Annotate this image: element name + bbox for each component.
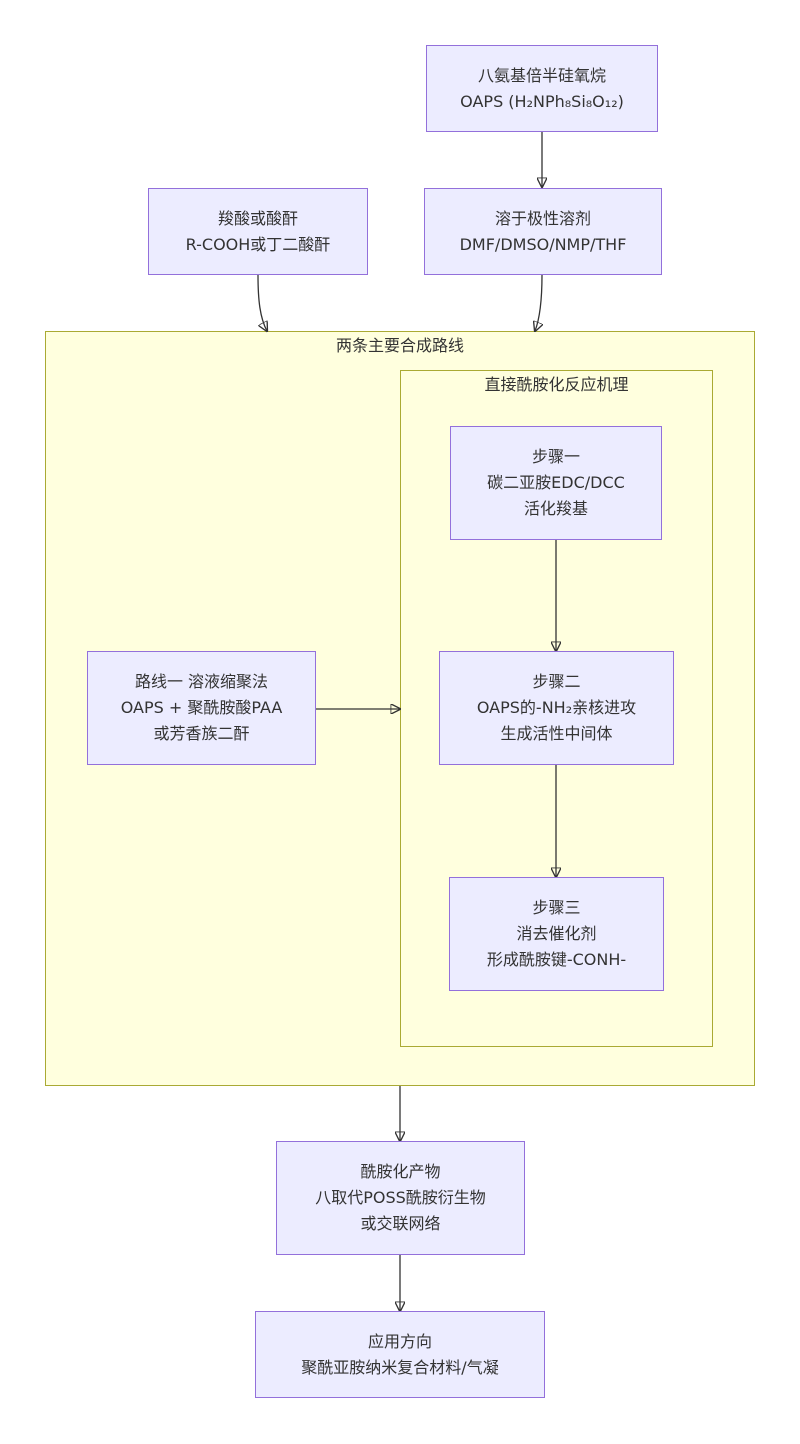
- node-acid-line-2: R-COOH或丁二酸酐: [185, 234, 331, 254]
- node-step3-line-3: 形成酰胺键-CONH-: [486, 950, 627, 969]
- cluster-synthesis-routes-title: 两条主要合成路线: [335, 336, 464, 355]
- node-product: 酰胺化产物 八取代POSS酰胺衍生物 或交联网络: [276, 1141, 525, 1255]
- node-step2: 步骤二 OAPS的-NH₂亲核进攻 生成活性中间体: [439, 651, 674, 765]
- node-solvent-line-2: DMF/DMSO/NMP/THF: [459, 234, 627, 254]
- node-application-line-1: 应用方向: [367, 1331, 432, 1351]
- node-solvent: 溶于极性溶剂 DMF/DMSO/NMP/THF: [424, 188, 662, 275]
- node-product-line-1: 酰胺化产物: [360, 1162, 441, 1181]
- cluster-amidation-mechanism-title: 直接酰胺化反应机理: [484, 375, 629, 394]
- node-step2-line-2: OAPS的-NH₂亲核进攻: [476, 698, 637, 717]
- node-step1: 步骤一 碳二亚胺EDC/DCC 活化羧基: [450, 426, 662, 540]
- node-acid: 羧酸或酸酐 R-COOH或丁二酸酐: [148, 188, 368, 275]
- node-step3-line-2: 消去催化剂: [516, 924, 597, 943]
- node-route1-line-1: 路线一 溶液缩聚法: [134, 672, 269, 691]
- node-step3-line-1: 步骤三: [532, 898, 581, 917]
- node-acid-line-1: 羧酸或酸酐: [217, 208, 298, 228]
- node-application-line-2: 聚酰亚胺纳米复合材料/气凝: [301, 1357, 499, 1377]
- node-route1-line-2: OAPS + 聚酰胺酸PAA: [120, 698, 283, 717]
- node-step2-line-1: 步骤二: [532, 672, 581, 691]
- node-product-line-3: 或交联网络: [360, 1214, 441, 1233]
- node-solvent-line-1: 溶于极性溶剂: [494, 208, 591, 228]
- node-application: 应用方向 聚酰亚胺纳米复合材料/气凝: [255, 1311, 545, 1398]
- node-step2-line-3: 生成活性中间体: [500, 724, 613, 743]
- edge-solvent-to-routes: [535, 274, 542, 331]
- edge-acid-to-routes: [257, 274, 267, 331]
- node-route1-line-3: 或芳香族二酐: [153, 724, 250, 743]
- node-oaps-line-1: 八氨基倍半硅氧烷: [477, 65, 606, 85]
- node-product-line-2: 八取代POSS酰胺衍生物: [315, 1188, 486, 1207]
- node-step1-line-3: 活化羧基: [523, 499, 588, 518]
- node-route1: 路线一 溶液缩聚法 OAPS + 聚酰胺酸PAA 或芳香族二酐: [87, 651, 316, 765]
- node-step3: 步骤三 消去催化剂 形成酰胺键-CONH-: [449, 877, 664, 991]
- node-step1-line-1: 步骤一: [531, 447, 580, 466]
- node-oaps-line-2: OAPS (H₂NPh₈Si₈O₁₂): [460, 91, 624, 111]
- node-step1-line-2: 碳二亚胺EDC/DCC: [487, 473, 625, 492]
- node-oaps: 八氨基倍半硅氧烷 OAPS (H₂NPh₈Si₈O₁₂): [426, 45, 658, 132]
